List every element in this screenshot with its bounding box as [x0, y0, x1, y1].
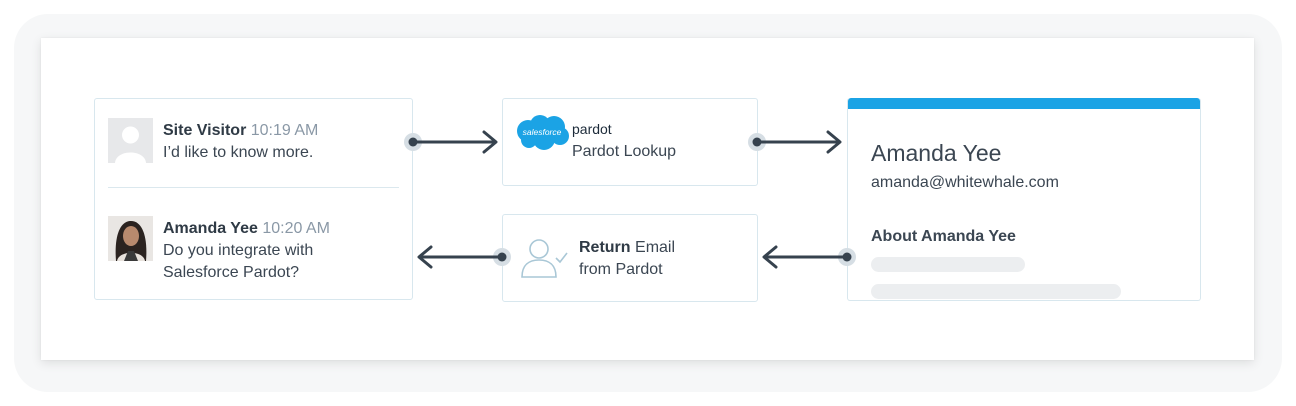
- return-from-pardot: from Pardot: [579, 261, 663, 278]
- user-check-icon: [519, 235, 569, 284]
- return-email-text: Return Email from Pardot: [579, 237, 675, 281]
- visitor-message: Site Visitor 10:19 AM I’d like to know m…: [163, 120, 318, 164]
- pardot-brand: pardot: [572, 121, 612, 137]
- profile-card: Amanda Yee amanda@whitewhale.com About A…: [847, 98, 1201, 301]
- profile-email: amanda@whitewhale.com: [871, 174, 1059, 191]
- return-email-card: Return Email from Pardot: [502, 214, 758, 302]
- salesforce-logo-text: salesforce: [523, 127, 562, 137]
- pardot-lookup-card: salesforce pardot Pardot Lookup: [502, 98, 758, 186]
- visitor-name: Site Visitor: [163, 122, 247, 139]
- agent-avatar: [108, 216, 153, 261]
- profile-accent-bar: [848, 98, 1200, 109]
- visitor-avatar-icon: [108, 118, 153, 163]
- agent-text: Do you integrate with Salesforce Pardot?: [163, 242, 314, 281]
- arrow-right-icon: [404, 130, 498, 154]
- arrow-left-icon: [762, 245, 856, 269]
- salesforce-cloud-icon: salesforce: [514, 114, 570, 157]
- about-label: About Amanda Yee: [871, 228, 1016, 245]
- visitor-time: 10:19 AM: [250, 122, 319, 139]
- arrow-left-icon: [417, 245, 511, 269]
- return-bold: Return: [579, 239, 631, 256]
- chat-card: Site Visitor 10:19 AM I’d like to know m…: [94, 98, 413, 300]
- profile-name: Amanda Yee: [871, 140, 1002, 166]
- agent-name: Amanda Yee: [163, 220, 258, 237]
- skeleton-line: [871, 257, 1025, 272]
- pardot-lookup-label: Pardot Lookup: [572, 143, 677, 160]
- agent-time: 10:20 AM: [262, 220, 330, 237]
- agent-message: Amanda Yee 10:20 AM Do you integrate wit…: [163, 218, 393, 284]
- return-email-word: Email: [635, 239, 676, 256]
- chat-divider: [108, 187, 399, 188]
- arrow-right-icon: [748, 130, 842, 154]
- visitor-text: I’d like to know more.: [163, 144, 314, 161]
- skeleton-line: [871, 284, 1121, 299]
